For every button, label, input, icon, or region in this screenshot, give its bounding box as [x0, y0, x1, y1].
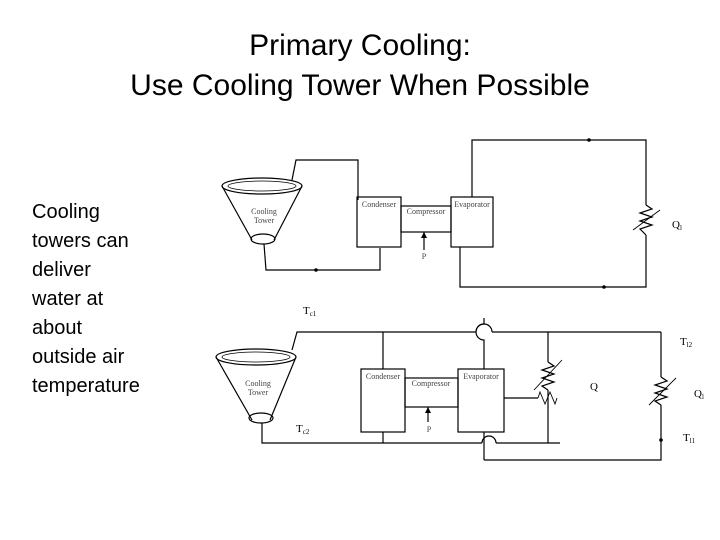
top-pump-arrow-icon — [421, 232, 427, 238]
bottom-tower-label-1: Cooling — [245, 379, 271, 388]
tl1-label: Tl1 — [683, 432, 696, 445]
slide-title: Primary Cooling: Use Cooling Tower When … — [0, 26, 720, 106]
bottom-compressor-label: Compressor — [412, 379, 451, 388]
body-line: deliver — [32, 259, 91, 281]
body-text: Cooling towers can deliver water at abou… — [32, 198, 182, 401]
top-evaporator-label: Evaporator — [454, 200, 490, 209]
bottom-evaporator-label: Evaporator — [463, 372, 499, 381]
right-load-resistor-icon — [653, 376, 669, 406]
bottom-pump-arrow-icon — [425, 407, 431, 413]
title-line-1: Primary Cooling: — [249, 29, 471, 62]
bottom-pump-label: P — [427, 425, 432, 434]
right-load-return — [484, 405, 662, 461]
top-load-return-pipe — [459, 235, 647, 288]
q-right-label: Ql — [694, 388, 704, 401]
top-load-supply-pipe — [471, 139, 647, 205]
top-pump-label: P — [422, 252, 427, 261]
body-line: about — [32, 317, 83, 339]
bottom-supply-crossover-icon — [475, 323, 493, 333]
bottom-chiller: Condenser Compressor Evaporator P — [360, 368, 505, 434]
bottom-evaporator-box — [457, 368, 505, 433]
q-mid-label: Q — [590, 381, 598, 393]
bottom-diagram: Cooling Tower Tc1 Tc2 Condenser Compress… — [215, 305, 704, 461]
body-line: Cooling — [32, 201, 100, 223]
top-load-label: Ql — [672, 219, 682, 232]
top-compressor-label: Compressor — [407, 207, 446, 216]
top-tower-return-pipe — [263, 243, 381, 271]
body-line: temperature — [32, 375, 140, 397]
top-load-resistor-icon — [638, 204, 654, 236]
tl2-label: Tl2 — [680, 336, 693, 349]
bottom-return-crossover-icon — [481, 435, 497, 444]
bottom-tower-return-pipe — [261, 423, 482, 444]
body-line: towers can — [32, 230, 129, 252]
top-tower-supply-pipe — [291, 159, 359, 200]
top-chiller: Condenser Compressor Evaporator P — [356, 196, 494, 261]
evaporator-supply-link — [475, 323, 485, 369]
bottom-tower-label-2: Tower — [248, 388, 269, 397]
top-diagram: Cooling Tower Condenser Compressor Evapo… — [221, 138, 682, 289]
top-load-variable-arrow-icon — [632, 209, 661, 231]
top-condenser-label: Condenser — [362, 200, 397, 209]
title-line-2: Use Cooling Tower When Possible — [130, 69, 590, 102]
mid-load-coil-icon — [537, 390, 558, 406]
body-line: outside air — [32, 346, 125, 368]
bottom-condenser-label: Condenser — [366, 372, 401, 381]
bottom-tower-supply-pipe — [291, 331, 476, 351]
right-load-variable-arrow-icon — [648, 377, 677, 406]
top-tower-label-1: Cooling — [251, 207, 277, 216]
tc1-label: Tc1 — [303, 305, 317, 318]
top-cooling-tower: Cooling Tower — [221, 177, 303, 245]
top-tower-label-2: Tower — [254, 216, 275, 225]
body-line: water at — [32, 288, 104, 310]
mid-load-variable-arrow-icon — [533, 359, 563, 391]
mid-load-resistor-icon — [540, 361, 556, 391]
tc2-label: Tc2 — [296, 423, 310, 436]
bottom-cooling-tower: Cooling Tower — [215, 348, 297, 424]
